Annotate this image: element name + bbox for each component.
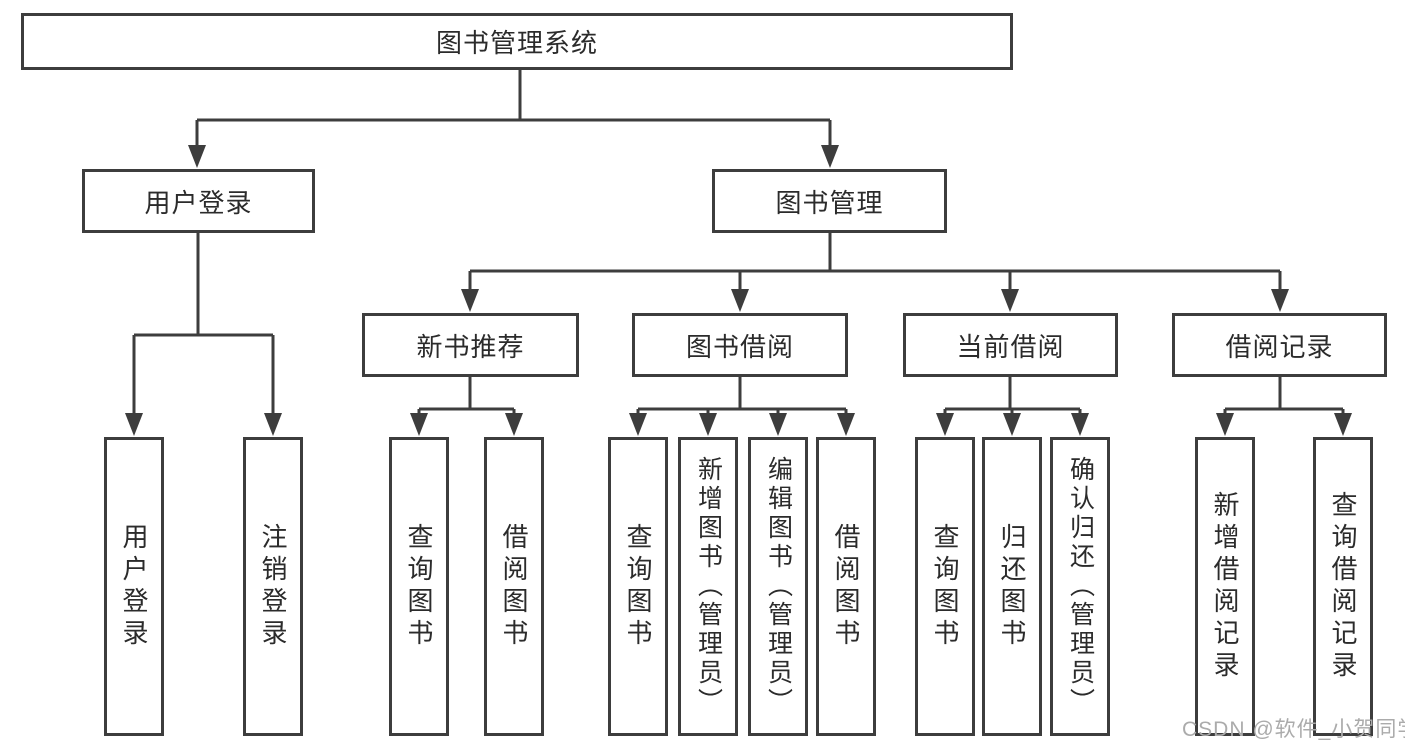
leaf-current-confirm-return-admin-label: 确认归还（管理员） [1066, 456, 1095, 717]
node-borrowing-records: 借阅记录 [1172, 313, 1387, 377]
node-root-label: 图书管理系统 [435, 28, 598, 58]
leaf-borrow-borrow-books: 借阅图书 [816, 437, 876, 736]
node-book-borrowing: 图书借阅 [632, 313, 848, 377]
leaf-borrow-edit-books-admin: 编辑图书（管理员） [748, 437, 808, 736]
leaf-recommend-borrow-books-label: 借阅图书 [499, 522, 529, 651]
node-book-management: 图书管理 [712, 169, 947, 233]
leaf-user-login-label: 用户登录 [119, 522, 149, 651]
node-new-book-recommend-label: 新书推荐 [416, 331, 525, 362]
leaf-user-login: 用户登录 [104, 437, 164, 736]
arrowheads [125, 145, 1352, 436]
leaf-current-return-books: 归还图书 [982, 437, 1042, 736]
node-user-login-label: 用户登录 [144, 187, 253, 218]
leaf-borrow-query-books: 查询图书 [608, 437, 668, 736]
node-current-borrowing-label: 当前借阅 [956, 331, 1065, 362]
leaf-recommend-query-books-label: 查询图书 [404, 522, 434, 651]
leaf-borrow-query-books-label: 查询图书 [623, 522, 653, 651]
node-book-borrowing-label: 图书借阅 [685, 331, 794, 362]
leaf-records-query-record-label: 查询借阅记录 [1328, 490, 1358, 683]
leaf-borrow-add-books-admin: 新增图书（管理员） [678, 437, 738, 736]
leaf-current-return-books-label: 归还图书 [997, 522, 1027, 651]
node-borrowing-records-label: 借阅记录 [1225, 331, 1334, 362]
leaf-borrow-add-books-admin-label: 新增图书（管理员） [694, 456, 723, 717]
node-current-borrowing: 当前借阅 [903, 313, 1118, 377]
node-new-book-recommend: 新书推荐 [362, 313, 579, 377]
leaf-borrow-edit-books-admin-label: 编辑图书（管理员） [764, 456, 793, 717]
leaf-recommend-query-books: 查询图书 [389, 437, 449, 736]
leaf-records-add-record: 新增借阅记录 [1195, 437, 1255, 736]
leaf-current-query-books: 查询图书 [915, 437, 975, 736]
csdn-watermark: CSDN @软件_小贺同学 [1182, 718, 1405, 741]
node-user-login: 用户登录 [82, 169, 315, 233]
leaf-current-query-books-label: 查询图书 [930, 522, 960, 651]
leaf-records-query-record: 查询借阅记录 [1313, 437, 1373, 736]
leaf-logout: 注销登录 [243, 437, 303, 736]
leaf-recommend-borrow-books: 借阅图书 [484, 437, 544, 736]
leaf-borrow-borrow-books-label: 借阅图书 [831, 522, 861, 651]
leaf-logout-label: 注销登录 [258, 522, 288, 651]
leaf-current-confirm-return-admin: 确认归还（管理员） [1050, 437, 1110, 736]
leaf-records-add-record-label: 新增借阅记录 [1210, 490, 1240, 683]
node-book-management-label: 图书管理 [775, 187, 884, 218]
node-root: 图书管理系统 [21, 13, 1013, 70]
